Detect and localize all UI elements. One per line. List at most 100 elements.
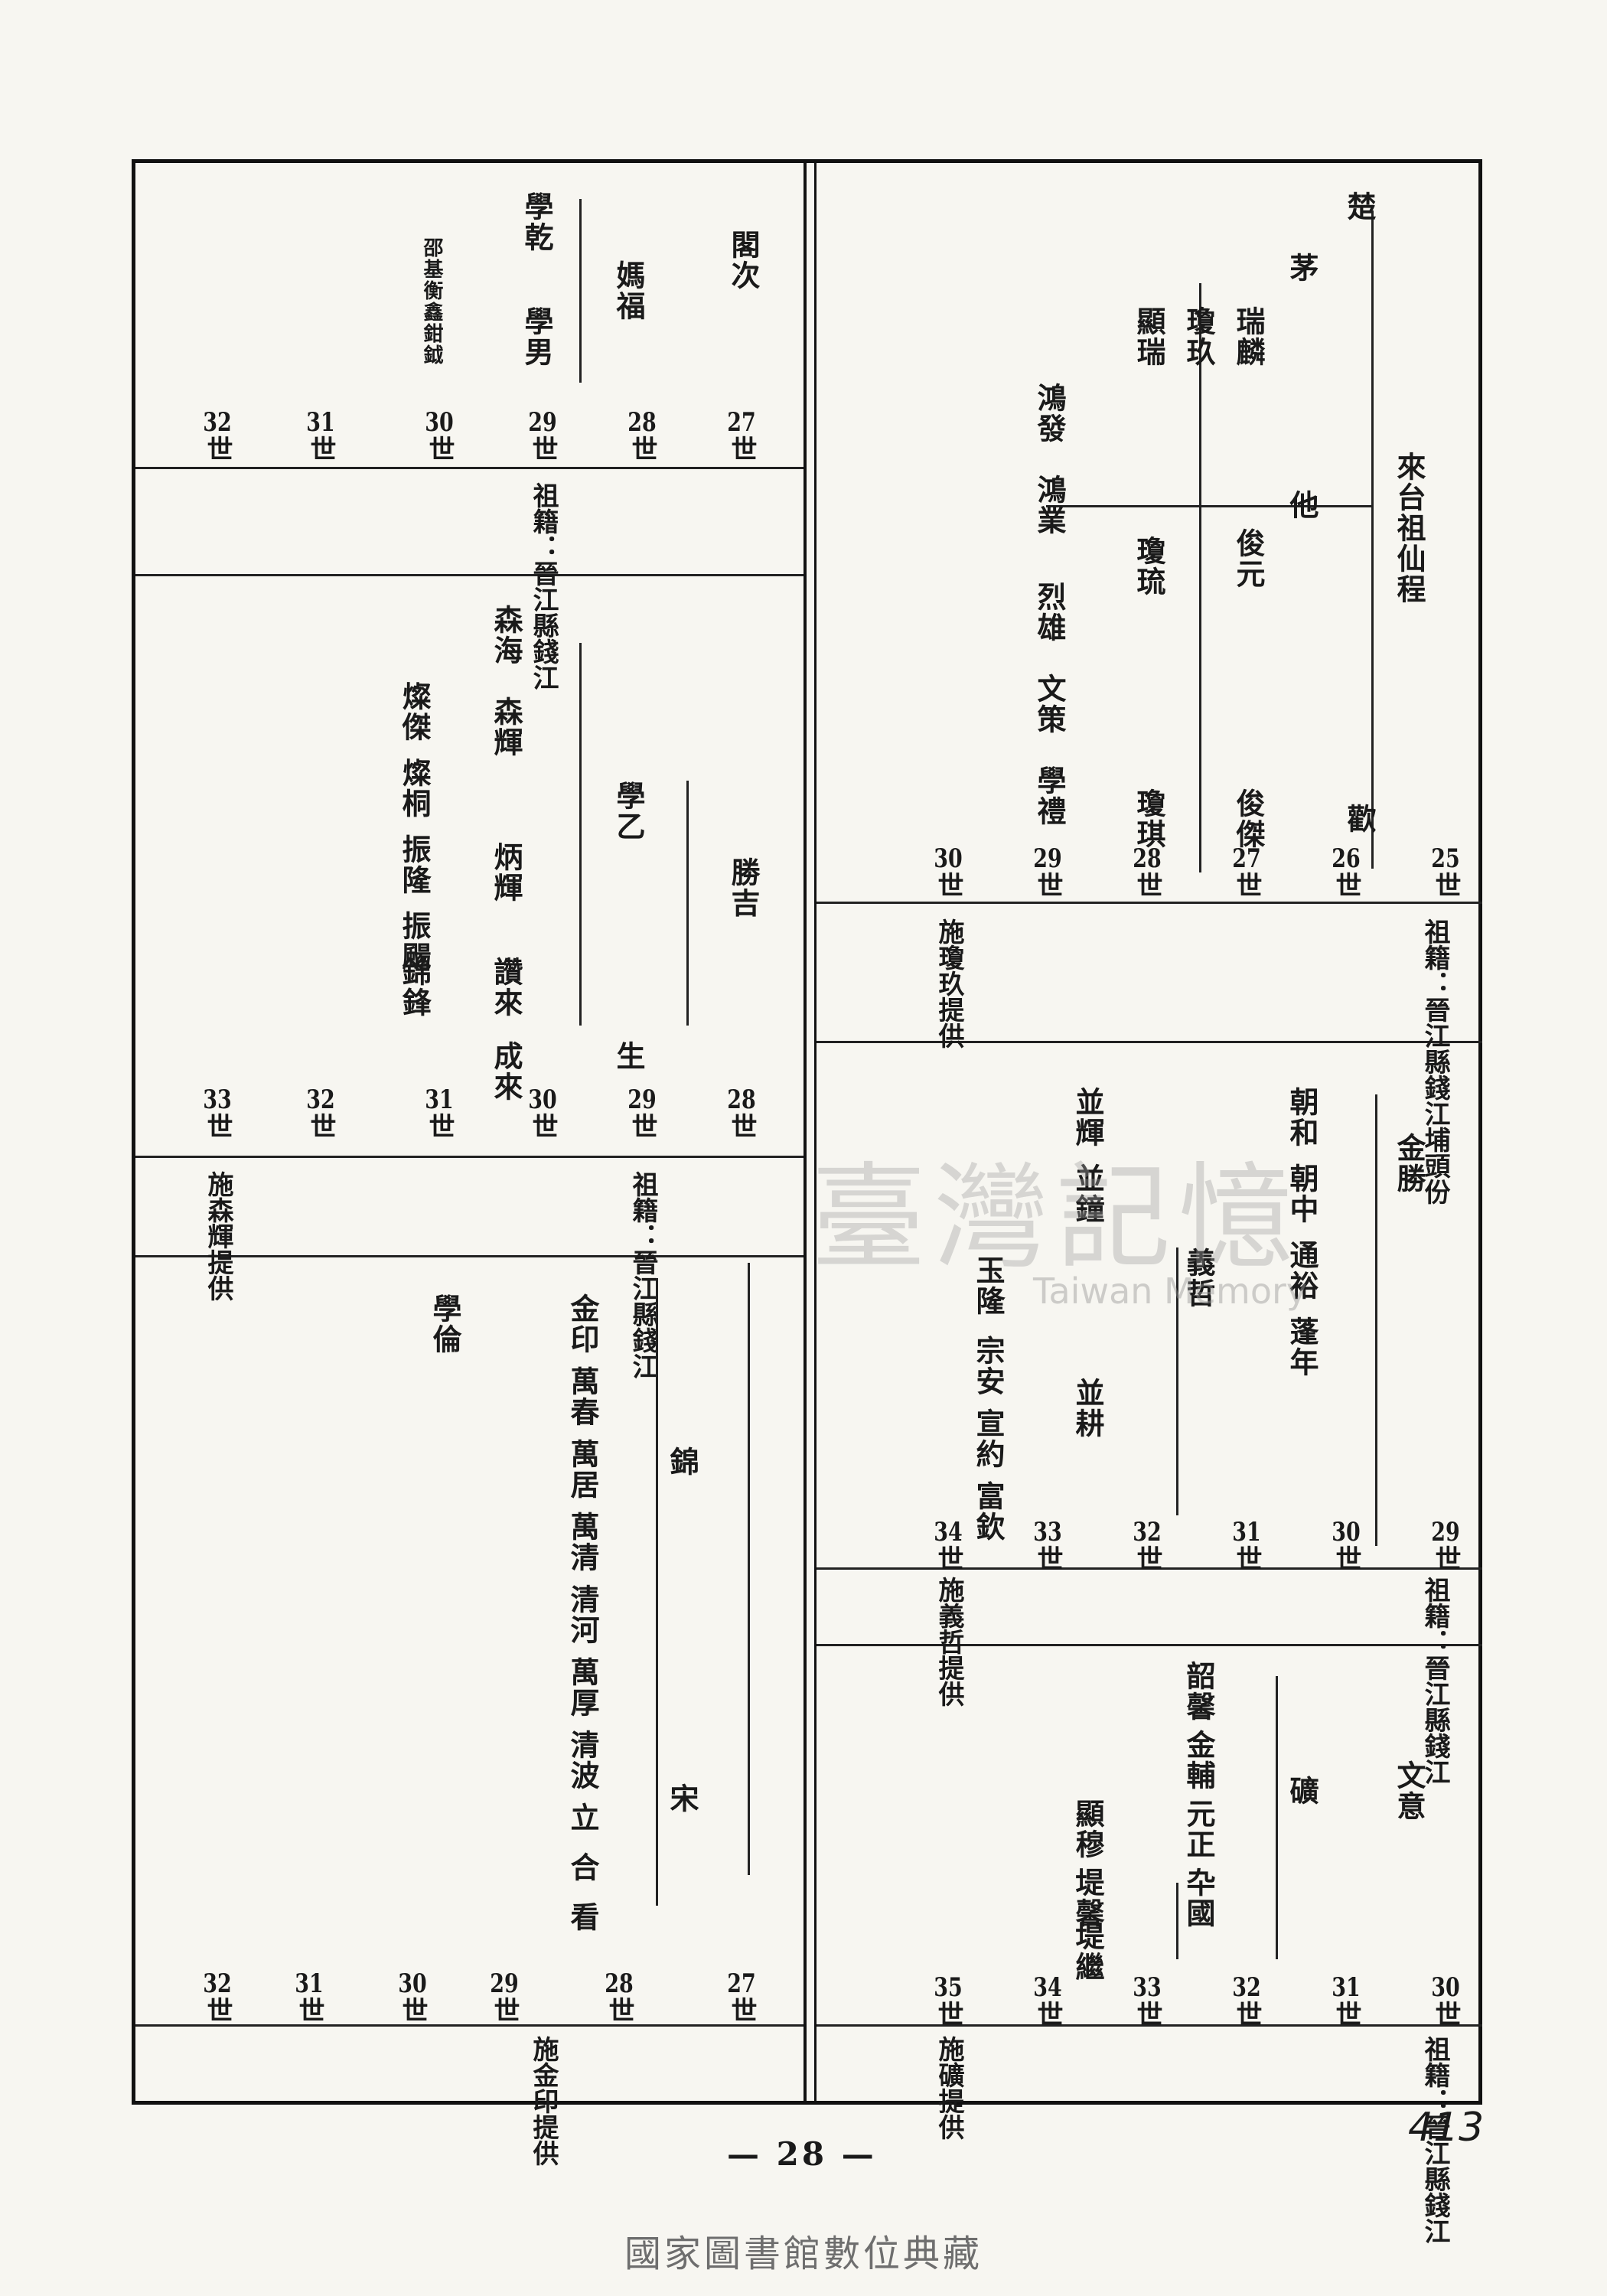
generation-label: 34世 bbox=[1032, 1975, 1063, 2027]
name: 學乙 bbox=[611, 781, 646, 842]
generation-label: 32世 bbox=[1132, 1519, 1162, 1571]
column-separator bbox=[804, 159, 807, 2105]
name: 楚 bbox=[1342, 191, 1377, 222]
generation-label: 33世 bbox=[202, 1087, 233, 1139]
name: 清波 bbox=[566, 1730, 600, 1791]
genealogy-tree-c bbox=[817, 1653, 1482, 1990]
name: 他 bbox=[1285, 490, 1319, 520]
name: 並鐘 bbox=[1071, 1163, 1105, 1225]
generation-label: 28世 bbox=[604, 1971, 634, 2023]
name: 堤馨 bbox=[1071, 1867, 1105, 1929]
generation-label: 31世 bbox=[305, 409, 336, 461]
name: 宣約 bbox=[971, 1408, 1006, 1469]
origin-note: 祖籍：晉江縣錢江 bbox=[1420, 2036, 1450, 2244]
genealogy-tree-e bbox=[135, 582, 804, 1117]
name: 錦鋒 bbox=[397, 957, 432, 1018]
generation-label: 31世 bbox=[1331, 1975, 1361, 2027]
generation-label: 27世 bbox=[726, 1971, 757, 2023]
provider-note: 施金印提供 bbox=[528, 2036, 559, 2166]
name: 看 bbox=[566, 1902, 600, 1932]
generation-label: 30世 bbox=[397, 1971, 428, 2023]
name: 俊元 bbox=[1231, 528, 1266, 589]
generation-label: 27世 bbox=[726, 409, 757, 461]
divider bbox=[817, 1644, 1482, 1646]
name: 歡 bbox=[1342, 804, 1377, 834]
divider bbox=[135, 1255, 804, 1257]
name: 振颺 bbox=[397, 911, 432, 972]
genealogy-tree-a bbox=[817, 168, 1482, 888]
name: 玉隆 bbox=[971, 1255, 1006, 1316]
name: 通裕 bbox=[1285, 1240, 1319, 1301]
divider bbox=[135, 574, 804, 576]
name: 瓊琪 bbox=[1132, 788, 1166, 850]
name: 瓊琉 bbox=[1132, 536, 1166, 597]
divider bbox=[817, 902, 1482, 904]
generation-label: 26世 bbox=[1331, 846, 1361, 898]
page-number: — 28 — bbox=[727, 2135, 877, 2173]
name: 閣次 bbox=[726, 230, 761, 291]
generation-label: 31世 bbox=[1231, 1519, 1262, 1571]
name: 並輝 bbox=[1071, 1087, 1105, 1148]
name: 金勝 bbox=[1392, 1133, 1426, 1194]
name: 宗安 bbox=[971, 1336, 1006, 1397]
name: 鴻業 bbox=[1032, 475, 1067, 536]
watermark: 臺灣記憶 bbox=[811, 1152, 1302, 1285]
generation-label: 33世 bbox=[1032, 1519, 1063, 1571]
provider-note: 施森輝提供 bbox=[203, 1171, 233, 1301]
generation-label: 30世 bbox=[527, 1087, 558, 1139]
generation-label: 30世 bbox=[1430, 1975, 1461, 2027]
name: 瓊玖 bbox=[1182, 306, 1216, 367]
name: 邵基衡鑫鉗鉞 bbox=[420, 237, 443, 366]
generation-label: 32世 bbox=[202, 1971, 233, 2023]
name: 炳輝 bbox=[489, 842, 523, 903]
name: 生 bbox=[611, 1041, 646, 1071]
name: 讚來 bbox=[489, 957, 523, 1018]
page-frame bbox=[132, 159, 1482, 2105]
name: 萬清 bbox=[566, 1512, 600, 1573]
name: 萬春 bbox=[566, 1366, 600, 1427]
generation-label: 29世 bbox=[1032, 846, 1063, 898]
name: 宋 bbox=[665, 1783, 699, 1814]
name: 朝中 bbox=[1285, 1163, 1319, 1225]
name: 烈雄 bbox=[1032, 582, 1067, 643]
name: 金印 bbox=[566, 1293, 600, 1355]
name: 學倫 bbox=[428, 1293, 462, 1355]
generation-label: 32世 bbox=[305, 1087, 336, 1139]
name: 振隆 bbox=[397, 834, 432, 895]
name: 合 bbox=[566, 1852, 600, 1883]
watermark-en: Taiwan Memory bbox=[1033, 1270, 1308, 1312]
name: 成來 bbox=[489, 1041, 523, 1102]
divider bbox=[135, 1156, 804, 1158]
name: 錦 bbox=[665, 1446, 699, 1477]
generation-label: 31世 bbox=[294, 1971, 324, 2023]
divider bbox=[817, 2024, 1482, 2027]
name: 萬居 bbox=[566, 1439, 600, 1500]
name: 學禮 bbox=[1032, 765, 1067, 827]
generation-label: 29世 bbox=[1430, 1519, 1461, 1571]
name: 萬厚 bbox=[566, 1657, 600, 1718]
generation-label: 33世 bbox=[1132, 1975, 1162, 2027]
name: 燦傑 bbox=[397, 681, 432, 742]
divider bbox=[135, 2024, 804, 2027]
name: 鴻發 bbox=[1032, 383, 1067, 444]
name: 並耕 bbox=[1071, 1378, 1105, 1439]
name: 卆國 bbox=[1182, 1867, 1216, 1929]
name: 瑞麟 bbox=[1231, 306, 1266, 367]
name: 學男 bbox=[520, 306, 554, 367]
genealogy-tree-d bbox=[135, 168, 804, 459]
generation-label: 28世 bbox=[627, 409, 657, 461]
generation-label: 29世 bbox=[527, 409, 558, 461]
generation-label: 28世 bbox=[726, 1087, 757, 1139]
generation-label: 29世 bbox=[627, 1087, 657, 1139]
name: 文策 bbox=[1032, 673, 1067, 735]
generation-label: 34世 bbox=[933, 1519, 963, 1571]
divider bbox=[817, 1041, 1482, 1043]
provider-note: 施瓊玖提供 bbox=[934, 918, 964, 1049]
column-separator bbox=[814, 159, 817, 2105]
name: 燦桐 bbox=[397, 758, 432, 819]
genealogy-tree-f bbox=[135, 1263, 804, 1952]
provider-note: 施義哲提供 bbox=[934, 1577, 964, 1707]
origin-note: 祖籍：晉江縣錢江 bbox=[1420, 1577, 1450, 1785]
origin-note: 祖籍：晉江縣錢江 bbox=[528, 482, 559, 690]
name: 茅 bbox=[1285, 253, 1319, 283]
